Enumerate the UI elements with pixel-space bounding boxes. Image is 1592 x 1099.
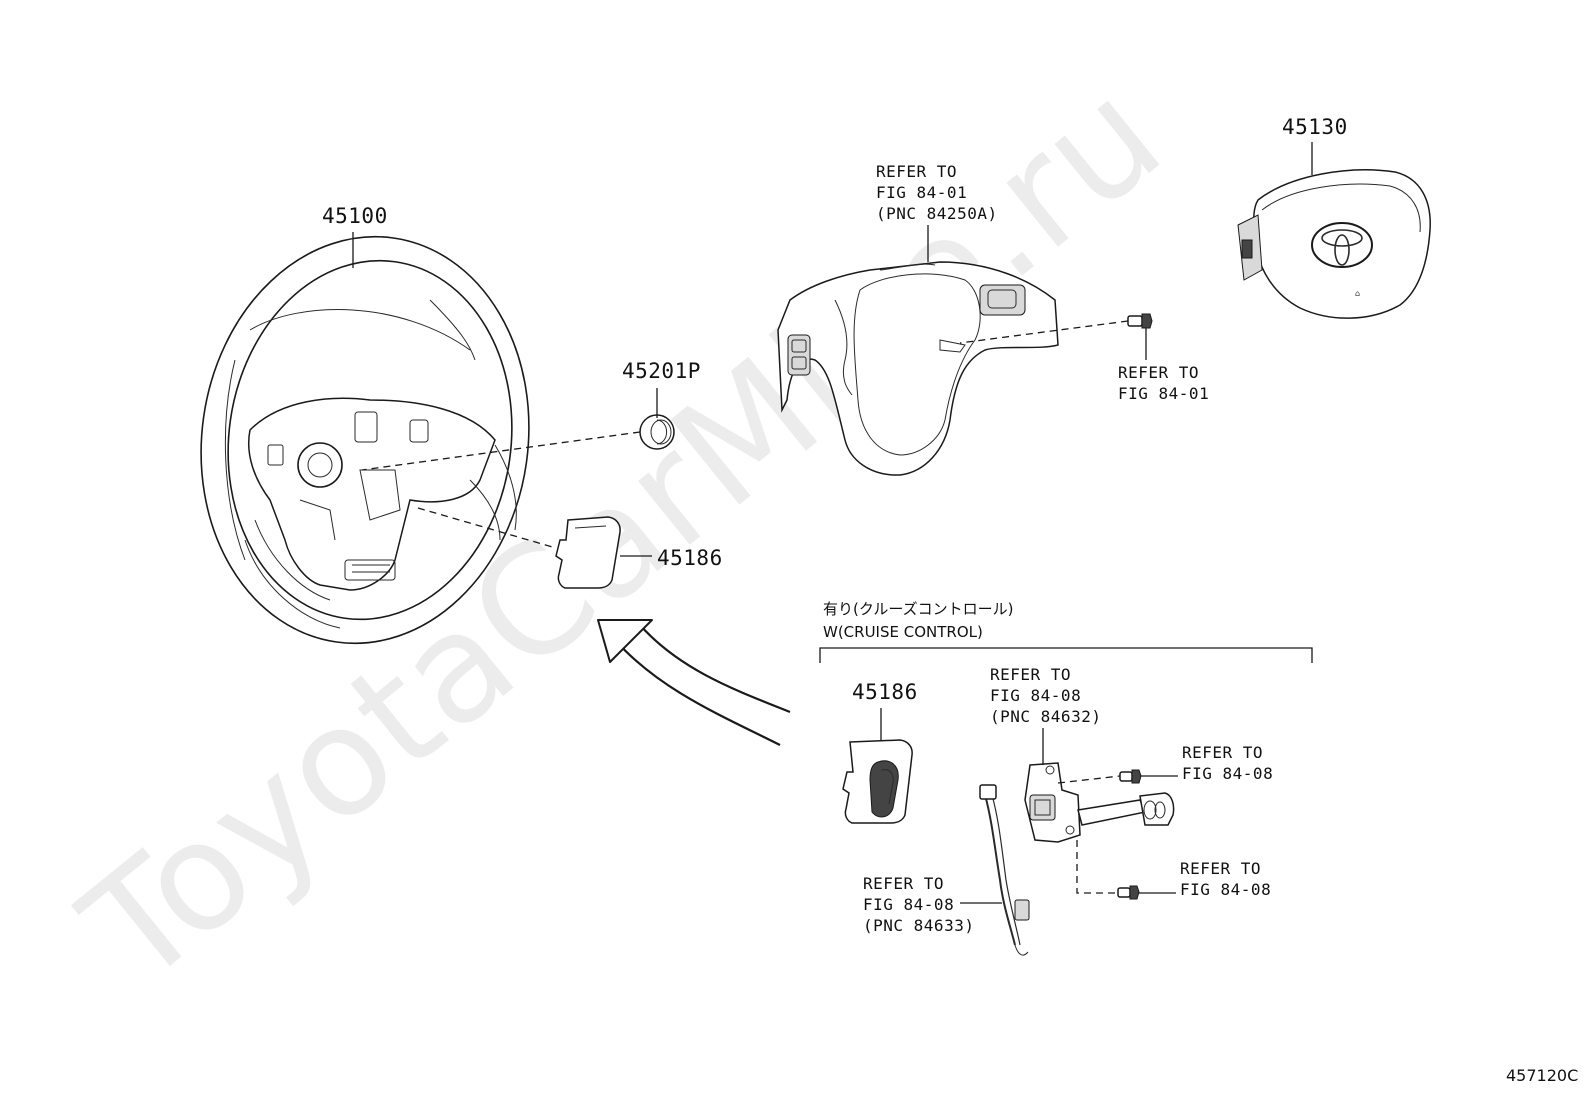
screw-drawing: [1117, 885, 1140, 900]
cover-drawing: [842, 739, 913, 824]
ref-harness-line1: REFER TO: [863, 874, 944, 893]
cruise-control-switch-drawing: [1024, 762, 1175, 843]
part-number-cover-upper: 45186: [657, 546, 723, 570]
ref-cruise-switch-line3: (PNC 84632): [990, 707, 1101, 726]
ref-screw-top-line1: REFER TO: [1118, 363, 1199, 382]
part-number-cover-lower: 45186: [852, 680, 918, 704]
screw-drawing: [1127, 313, 1153, 329]
ref-screw-top-line2: FIG 84-01: [1118, 384, 1209, 403]
ref-cruise-switch-line2: FIG 84-08: [990, 686, 1081, 705]
toyota-logo: [1311, 222, 1373, 268]
ref-screw-lower-line2: FIG 84-08: [1180, 880, 1271, 899]
ref-switch-bezel-line2: FIG 84-01: [876, 183, 967, 202]
ref-switch-bezel-line1: REFER TO: [876, 162, 957, 181]
screw-drawing: [1119, 769, 1142, 784]
curved-arrow: [597, 619, 791, 746]
cover-drawing: [555, 516, 621, 589]
part-number-airbag: 45130: [1282, 115, 1348, 139]
watermark-text: ToyotaCarMine.ru: [52, 48, 1193, 1019]
ref-screw-upper-line2: FIG 84-08: [1182, 764, 1273, 783]
ref-screw-lower-line1: REFER TO: [1180, 859, 1261, 878]
condition-english: W(CRUISE CONTROL): [823, 623, 983, 641]
ref-screw-upper-line1: REFER TO: [1182, 743, 1263, 762]
plug-drawing: [639, 414, 675, 450]
wire-harness-drawing: [979, 784, 1030, 956]
ref-switch-bezel-line3: (PNC 84250A): [876, 204, 998, 223]
ref-harness-line2: FIG 84-08: [863, 895, 954, 914]
ref-harness-line3: (PNC 84633): [863, 916, 974, 935]
steering-wheel-drawing: [200, 235, 530, 645]
part-number-steering-wheel: 45100: [322, 204, 388, 228]
part-number-plug: 45201P: [622, 359, 701, 383]
condition-japanese: 有り(クルーズコントロール): [823, 600, 1014, 618]
svg-text:⌂: ⌂: [1355, 289, 1360, 298]
airbag-drawing: ⌂: [1237, 169, 1431, 319]
figure-id: 457120C: [1506, 1066, 1578, 1085]
ref-cruise-switch-line1: REFER TO: [990, 665, 1071, 684]
switch-bezel-drawing: [777, 261, 1059, 476]
